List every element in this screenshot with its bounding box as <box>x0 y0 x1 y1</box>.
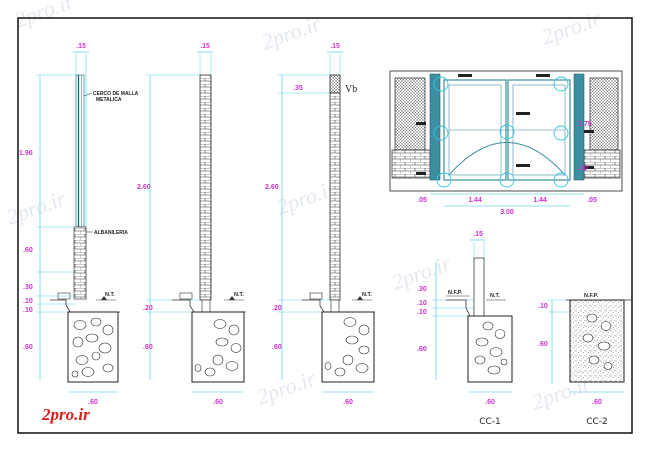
gate-arch <box>448 142 566 176</box>
level-marker: N.T. <box>490 293 500 299</box>
watermark: 2pro.ir <box>253 365 319 409</box>
site-logo[interactable]: 2pro.ir <box>41 405 90 424</box>
level-marker: N.T. <box>362 292 372 298</box>
dim-height-label: 1.90 <box>19 150 33 157</box>
dim-height-label: 1.75 <box>578 121 592 128</box>
gate-outline <box>389 70 623 192</box>
gate-elevation: 1.75 .10 .05 1.44 1.44 .05 3.00 <box>389 70 623 216</box>
mesh-panel-left <box>394 77 426 151</box>
dim-height-label: .20 <box>143 305 153 312</box>
watermark: 2pro.ir <box>273 175 339 219</box>
dim-width-label: .15 <box>473 231 483 238</box>
masonry-wall <box>199 74 212 301</box>
dim-width-label: .15 <box>330 43 340 50</box>
dim-width-label: .60 <box>343 399 353 406</box>
watermark: 2pro.ir <box>11 0 77 33</box>
note-cerco: CERCO DE MALLA <box>93 91 139 97</box>
footing-slab <box>569 299 625 383</box>
note-cerco-2: METALICA <box>96 97 122 103</box>
dim-height-label: 2.60 <box>137 184 151 191</box>
watermark: 2pro.ir <box>3 185 69 229</box>
bond-beam <box>329 74 341 94</box>
fence-post <box>75 74 85 228</box>
dim-width-label: .15 <box>200 43 210 50</box>
dim-height-label: .20 <box>272 305 282 312</box>
dim-height-label: .60 <box>143 344 153 351</box>
dim-width-label: .60 <box>592 399 602 406</box>
dim-height-label: .30 <box>417 286 427 293</box>
dim-width-label: 1.44 <box>533 197 547 204</box>
dim-width-label: .05 <box>417 197 427 204</box>
mesh-panel-right <box>589 77 619 151</box>
section-title: CC-2 <box>586 417 608 427</box>
masonry-wall <box>329 92 341 301</box>
section-cc2: .10 .60 N.F.P. .60 CC-2 <box>538 293 632 427</box>
level-marker: N.T. <box>105 292 115 298</box>
section-masonry-wall: .15 2.60 .20 .60 N.T. .60 <box>137 43 246 406</box>
section-title: CC-1 <box>479 417 501 427</box>
dim-width-label: .05 <box>587 197 597 204</box>
dim-height-label: .10 <box>417 300 427 307</box>
note-albanileria: ALBANILERIA <box>94 230 128 236</box>
dim-width-label: 3.00 <box>500 209 514 216</box>
dim-height-label: .60 <box>417 346 427 353</box>
dim-height-label: .60 <box>272 344 282 351</box>
dim-width-label: .60 <box>213 399 223 406</box>
dim-height-label: .10 <box>417 309 427 316</box>
masonry-base <box>73 226 87 300</box>
dim-width-label: .60 <box>88 399 98 406</box>
section-wall-beam: .15 Vb .35 2.60 .20 .60 N.T. <box>265 43 375 406</box>
section-mesh-fence: .15 CERCO DE MALLA METALICA ALBANILERIA … <box>19 43 139 406</box>
brick-base-right <box>583 149 621 179</box>
level-marker: N.F.P. <box>448 290 463 296</box>
level-marker: N.F.P. <box>584 293 599 299</box>
gate-post-right <box>573 73 585 181</box>
dim-height-label: .10 <box>578 165 588 172</box>
drawing-frame <box>17 17 633 434</box>
wall-stub <box>473 257 485 321</box>
dim-height-label: .10 <box>538 303 548 310</box>
section-cc1: .15 .30 .10 .10 .60 N.F.P. N.T. .60 CC-1 <box>417 231 513 427</box>
watermark: 2pro.ir <box>258 10 324 54</box>
dim-height-label: 2.60 <box>265 184 279 191</box>
dim-height-label: .10 <box>23 307 33 314</box>
level-marker: N.T. <box>234 292 244 298</box>
dim-height-label: .60 <box>23 344 33 351</box>
dim-height-label: .30 <box>23 284 33 291</box>
dim-width-label: .15 <box>76 43 86 50</box>
dim-height-label: .60 <box>23 247 33 254</box>
beam-label: Vb <box>345 84 357 95</box>
gate-post-left <box>429 73 441 181</box>
dim-height-label: .60 <box>538 341 548 348</box>
dim-height-label: .10 <box>23 298 33 305</box>
dim-width-label: .60 <box>485 399 495 406</box>
dim-height-label: .35 <box>293 85 303 92</box>
watermark: 2pro.ir <box>538 5 604 49</box>
dim-width-label: 1.44 <box>468 197 482 204</box>
detail-callouts <box>433 76 569 188</box>
